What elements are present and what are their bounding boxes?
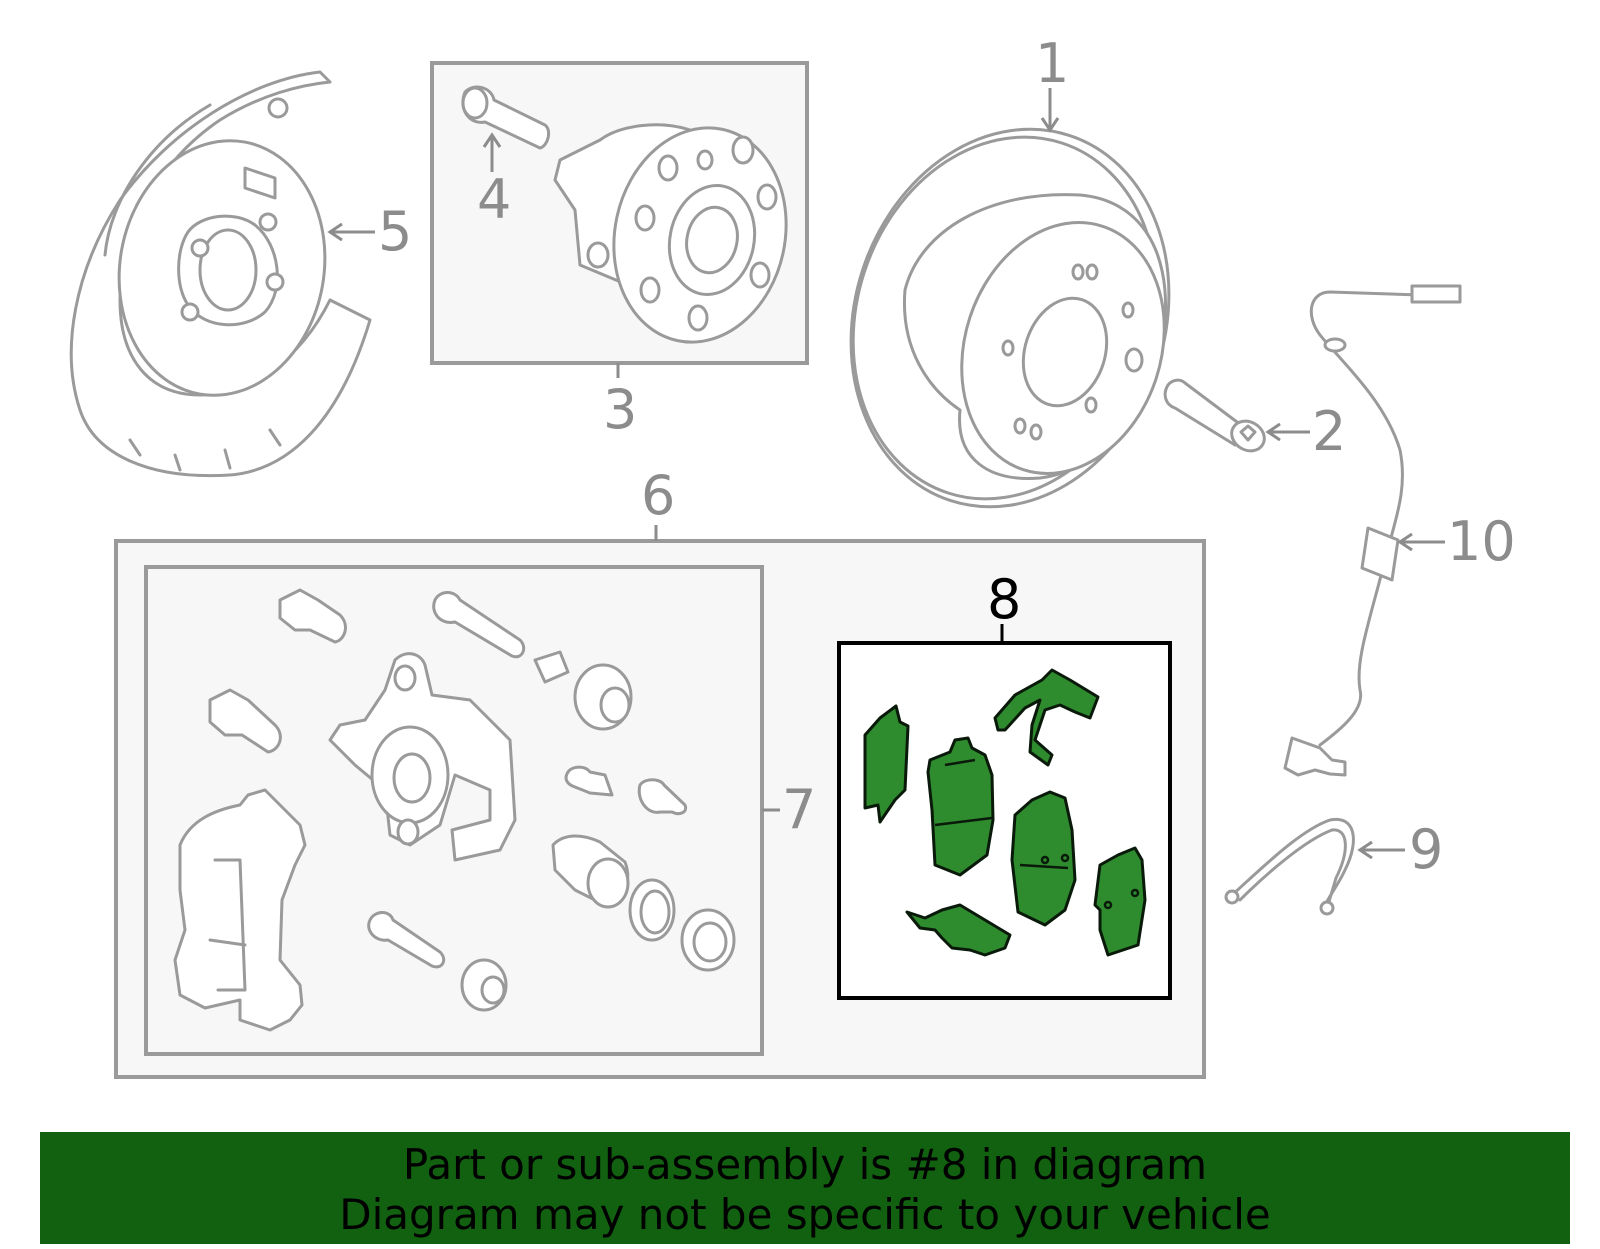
callout-4[interactable]: 4	[477, 168, 511, 231]
part-2-rotor-screw[interactable]	[1163, 378, 1270, 457]
callout-8[interactable]: 8	[987, 568, 1021, 631]
arrowhead-9	[1357, 840, 1373, 860]
callout-9[interactable]: 9	[1409, 818, 1443, 881]
callout-10[interactable]: 10	[1447, 510, 1516, 573]
part-10-speed-sensor[interactable]	[1283, 284, 1462, 777]
part-1-brake-rotor[interactable]	[803, 87, 1216, 548]
arrowhead-4	[482, 132, 502, 148]
arrowhead-1	[1040, 117, 1060, 133]
callout-1[interactable]: 1	[1035, 32, 1069, 95]
arrowhead-2	[1265, 422, 1281, 442]
footer-banner: Part or sub-assembly is #8 in diagram Di…	[40, 1132, 1570, 1244]
callout-7[interactable]: 7	[782, 778, 816, 841]
caliper-components[interactable]	[173, 588, 736, 1032]
callout-3[interactable]: 3	[603, 378, 637, 441]
callout-5[interactable]: 5	[378, 200, 412, 263]
part-9-brake-line[interactable]	[1224, 817, 1355, 916]
arrowhead-10	[1397, 532, 1413, 552]
part-5-backing-plate[interactable]	[69, 70, 372, 478]
part-8-brake-pads[interactable]	[863, 668, 1147, 957]
callout-6[interactable]: 6	[641, 464, 675, 527]
footer-line-2: Diagram may not be specific to your vehi…	[339, 1190, 1271, 1239]
callout-2[interactable]: 2	[1312, 400, 1346, 463]
part-3-hub-bearing[interactable]	[553, 112, 806, 359]
part-4-wheel-stud[interactable]	[461, 85, 551, 150]
arrowhead-5	[327, 222, 343, 242]
footer-line-1: Part or sub-assembly is #8 in diagram	[402, 1140, 1208, 1189]
